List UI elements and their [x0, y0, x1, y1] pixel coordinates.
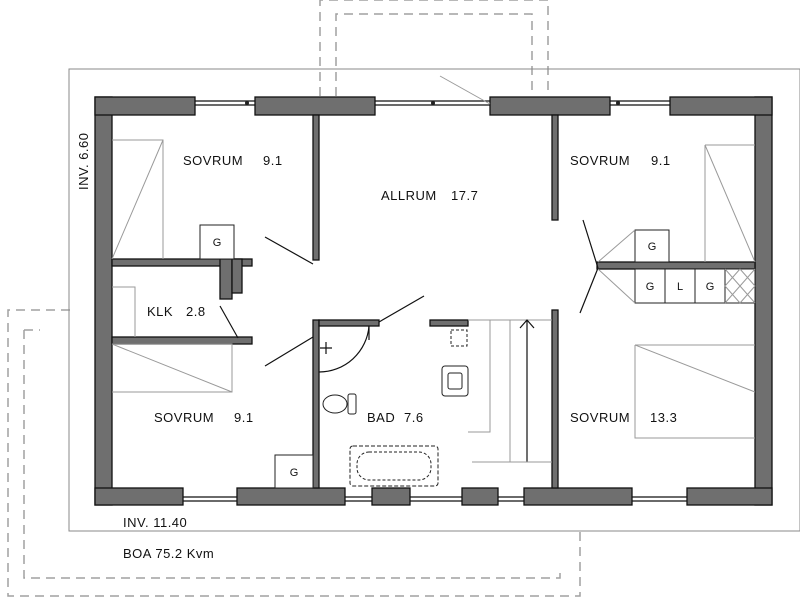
room-area: 13.3	[650, 410, 677, 425]
room-name: SOVRUM	[570, 410, 630, 425]
room-name: KLK	[147, 304, 173, 319]
room-name: SOVRUM	[154, 410, 214, 425]
bathroom-fixtures	[320, 329, 469, 487]
inv-width-label: INV. 11.40	[123, 515, 187, 530]
wardrobe-label: G	[646, 281, 655, 293]
room-area: 9.1	[263, 153, 283, 168]
roof-outline-dashed	[7, 0, 581, 597]
vent	[450, 329, 468, 347]
stairs	[468, 319, 552, 463]
room-name: BAD	[367, 410, 395, 425]
windows	[183, 100, 687, 502]
wardrobes: G G G G L G	[199, 224, 756, 489]
room-labels: SOVRUM 9.1 ALLRUM 17.7 SOVRUM 9.1 KLK 2.…	[147, 153, 677, 425]
room-area: 17.7	[451, 188, 478, 203]
room-name: SOVRUM	[570, 153, 630, 168]
doors	[219, 75, 599, 373]
room-area: 9.1	[234, 410, 254, 425]
wardrobe-label: G	[648, 241, 657, 253]
wardrobe-label: G	[290, 467, 299, 479]
wardrobe-g-top-left	[199, 224, 235, 260]
interior-walls	[111, 114, 756, 489]
boa-label: BOA 75.2 Kvm	[123, 546, 214, 561]
wardrobe-g-right-2	[694, 268, 726, 304]
toilet	[322, 394, 348, 414]
room-area: 7.6	[404, 410, 424, 425]
room-name: SOVRUM	[183, 153, 243, 168]
room-area: 2.8	[186, 304, 206, 319]
building-outline	[68, 68, 800, 532]
wardrobe-g-bottom-left	[274, 454, 314, 489]
wardrobe-label: G	[706, 281, 715, 293]
exterior-walls	[94, 96, 773, 506]
inv-depth-label: INV. 6.60	[76, 132, 91, 190]
wardrobe-label: L	[677, 281, 683, 293]
room-area: 9.1	[651, 153, 671, 168]
wardrobe-label: G	[213, 237, 222, 249]
room-name: ALLRUM	[381, 188, 437, 203]
closets	[111, 139, 756, 439]
wardrobe-g-right-top	[634, 229, 670, 263]
wardrobe-g-right-1	[634, 268, 666, 304]
